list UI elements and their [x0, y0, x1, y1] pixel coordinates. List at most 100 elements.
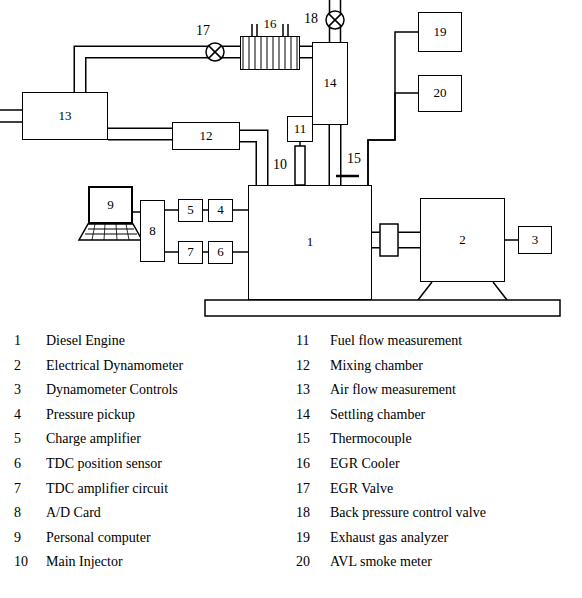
component-name: AVL smoke meter [330, 555, 432, 569]
component-name: A/D Card [46, 506, 101, 520]
callout-number: 7 [187, 245, 194, 259]
shaft-coupling [380, 224, 398, 256]
wire-connector [233, 252, 248, 253]
thermocouple [336, 175, 359, 178]
coolant-pipe [251, 24, 253, 36]
component-name: EGR Cooler [330, 457, 400, 471]
component-name: Settling chamber [330, 408, 425, 422]
callout-number: 16 [241, 17, 299, 31]
component-name: Fuel flow measurement [330, 334, 462, 348]
connector-line [300, 46, 312, 59]
connector-line [240, 136, 262, 185]
air-inlet-pipe [0, 121, 22, 123]
callout-number: 3 [14, 383, 21, 397]
wire-connector [505, 240, 518, 241]
component-box: 2 [420, 198, 505, 282]
connector-line [108, 128, 172, 141]
callout-number: 8 [14, 506, 21, 520]
callout-number: 16 [296, 457, 310, 471]
pipe-bore [240, 136, 262, 185]
callout-number: 12 [200, 129, 213, 143]
component-name: Air flow measurement [330, 383, 456, 397]
component-box: 5 [178, 199, 203, 222]
connector-line [368, 93, 418, 185]
callout-number: 6 [217, 245, 224, 259]
pipe-bore [108, 129, 172, 139]
wire-connector [165, 210, 178, 211]
connector-line [165, 251, 178, 253]
connector-line [133, 211, 140, 213]
callout-number: 14 [296, 408, 310, 422]
callout-number: 4 [217, 203, 224, 217]
component-name: Charge amplifier [46, 432, 141, 446]
pipe-bore [300, 47, 312, 57]
component-box: 13 [22, 92, 108, 140]
callout-number: 11 [294, 122, 307, 136]
test-bed-base [205, 300, 560, 316]
component-name: Electrical Dynamometer [46, 359, 183, 373]
callout-number: 5 [187, 203, 194, 217]
coolant-pipe [256, 24, 258, 36]
callout-number: 18 [296, 506, 310, 520]
callout-number: 17 [296, 482, 310, 496]
valve-symbol [206, 43, 224, 61]
component-name: Back pressure control valve [330, 506, 486, 520]
callout-number: 8 [149, 224, 156, 238]
component-box: 16 [240, 36, 300, 70]
component-box: 8 [140, 200, 165, 262]
component-name: Diesel Engine [46, 334, 125, 348]
component-name: Dynamometer Controls [46, 383, 178, 397]
connector-line [233, 209, 248, 211]
connector-line [505, 239, 518, 241]
callout-number: 17 [196, 24, 210, 38]
callout-number: 13 [59, 109, 72, 123]
component-box: 3 [518, 226, 552, 254]
component-box: 7 [178, 241, 203, 264]
pipe-connector [300, 52, 312, 53]
air-inlet-pipe [0, 109, 22, 111]
coolant-pipe [287, 24, 289, 36]
callout-number: 3 [532, 233, 539, 247]
component-name: TDC position sensor [46, 457, 162, 471]
connector-line [233, 251, 248, 253]
component-name: Exhaust gas analyzer [330, 531, 448, 545]
callout-number: 1 [14, 334, 21, 348]
callout-number: 2 [14, 359, 21, 373]
wire-connector [165, 252, 178, 253]
callout-number: 18 [304, 12, 318, 26]
callout-number: 19 [296, 531, 310, 545]
component-box: 4 [208, 199, 233, 222]
component-name: Thermocouple [330, 432, 412, 446]
callout-number: 2 [459, 233, 466, 247]
connector-line [368, 32, 418, 185]
component-box: 1 [248, 185, 372, 300]
component-box: 9 [88, 186, 133, 224]
component-box: 11 [287, 116, 313, 142]
component-name: EGR Valve [330, 482, 393, 496]
wire-connector [133, 212, 140, 213]
callout-number: 20 [296, 555, 310, 569]
component-box: 12 [172, 122, 240, 150]
callout-number: 12 [296, 359, 310, 373]
callout-number: 9 [14, 531, 21, 545]
callout-number: 15 [347, 152, 361, 166]
component-box: 6 [208, 241, 233, 264]
pipe-connector [108, 134, 172, 135]
callout-number: 10 [273, 158, 287, 172]
callout-number: 7 [14, 482, 21, 496]
component-name: Main Injector [46, 555, 123, 569]
injector [295, 146, 305, 185]
component-name: Mixing chamber [330, 359, 423, 373]
wire-connector [368, 32, 418, 185]
valve-symbol [326, 11, 344, 29]
component-box: 14 [312, 42, 348, 125]
callout-number: 20 [434, 86, 447, 100]
callout-number: 15 [296, 432, 310, 446]
component-name: TDC amplifier circuit [46, 482, 168, 496]
laptop-keyboard [79, 224, 142, 240]
component-box: 19 [418, 12, 462, 52]
cooler-fins [240, 36, 300, 70]
component-name: Pressure pickup [46, 408, 135, 422]
coolant-pipe [282, 24, 284, 36]
